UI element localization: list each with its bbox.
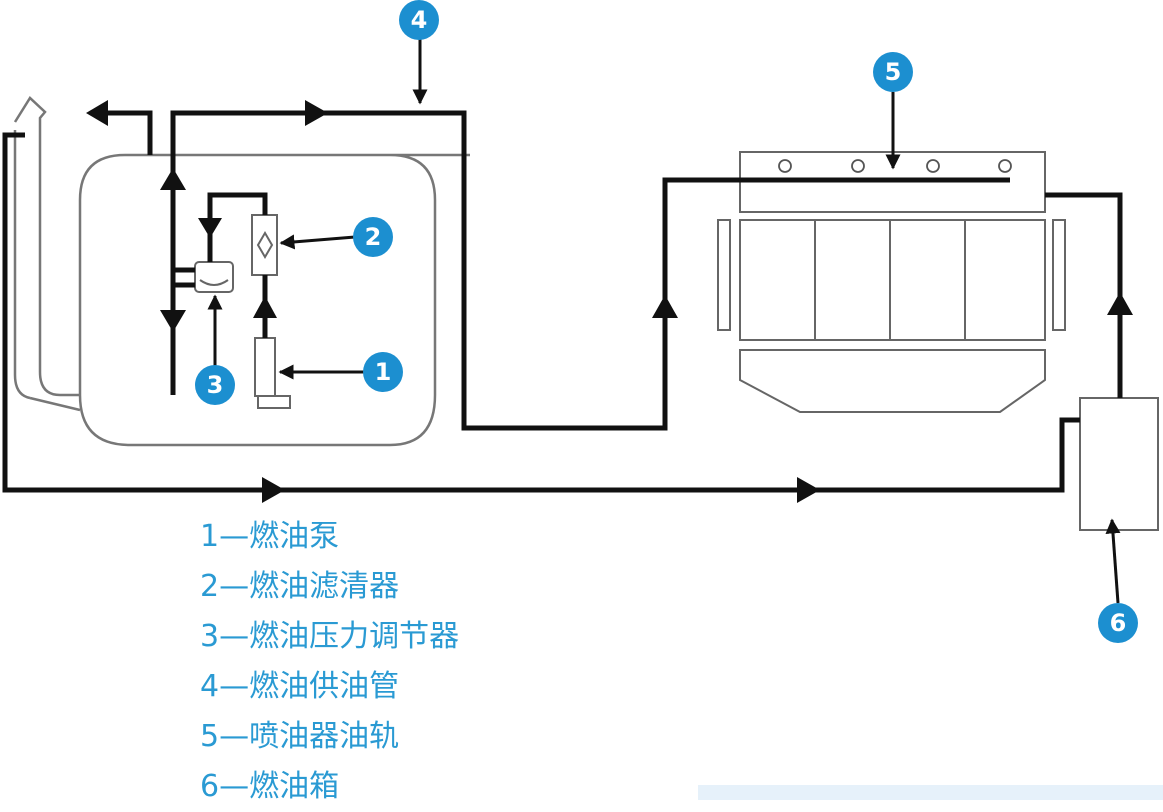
flow-arrow: [198, 218, 222, 238]
callout-2: 2: [353, 217, 393, 257]
injector: [851, 159, 865, 173]
svg-text:6: 6: [1110, 609, 1127, 637]
svg-text:1: 1: [375, 358, 392, 386]
engine-block: [717, 151, 1066, 413]
flow-arrows: [86, 100, 1133, 503]
legend-item-pressure-regulator: 3—燃油压力调节器: [200, 619, 460, 654]
fuel-tank: [78, 153, 470, 447]
flow-arrow: [1107, 292, 1133, 315]
callout-5: 5: [873, 52, 913, 92]
fuel-lines: [2, 110, 1123, 493]
injector: [998, 159, 1012, 173]
return-line: [2, 132, 1080, 493]
pressure-regulator: [194, 261, 234, 293]
legend-item-fuel-filter: 2—燃油滤清器: [200, 569, 400, 604]
supply-line: [170, 110, 1010, 431]
flow-arrow: [253, 296, 277, 318]
canister-box: [1079, 397, 1159, 531]
legend-item-fuel-pump: 1—燃油泵: [200, 519, 340, 554]
flow-arrow: [86, 100, 108, 126]
leader-lines: [207, 38, 1121, 604]
flow-arrow: [652, 295, 678, 318]
legend-item-injector-rail: 5—喷油器油轨: [200, 719, 400, 754]
flow-arrow: [262, 477, 285, 503]
return-line-top: [90, 110, 153, 155]
canister-line: [1045, 192, 1123, 398]
svg-text:2: 2: [365, 223, 382, 251]
injectors: [778, 159, 1012, 173]
bottom-band: [698, 785, 1163, 800]
flow-arrow: [797, 477, 820, 503]
svg-text:5: 5: [885, 58, 902, 86]
legend: 1—燃油泵 2—燃油滤清器 3—燃油压力调节器 4—燃油供油管 5—喷油器油轨 …: [200, 512, 459, 812]
svg-text:3: 3: [207, 371, 224, 399]
injector: [926, 159, 940, 173]
callout-3: 3: [195, 365, 235, 405]
flow-arrow: [305, 100, 328, 126]
svg-text:4: 4: [411, 6, 428, 34]
filler-neck: [13, 96, 81, 412]
pump-assembly: [194, 214, 291, 409]
callout-1: 1: [363, 352, 403, 392]
legend-item-supply-line: 4—燃油供油管: [200, 669, 400, 704]
flow-arrow: [160, 310, 186, 332]
legend-item-fuel-tank: 6—燃油箱: [200, 769, 340, 804]
callout-6: 6: [1098, 603, 1138, 643]
callout-4: 4: [399, 0, 439, 40]
flow-arrow: [160, 168, 186, 190]
fuel-pump: [254, 337, 276, 397]
injector: [778, 159, 792, 173]
